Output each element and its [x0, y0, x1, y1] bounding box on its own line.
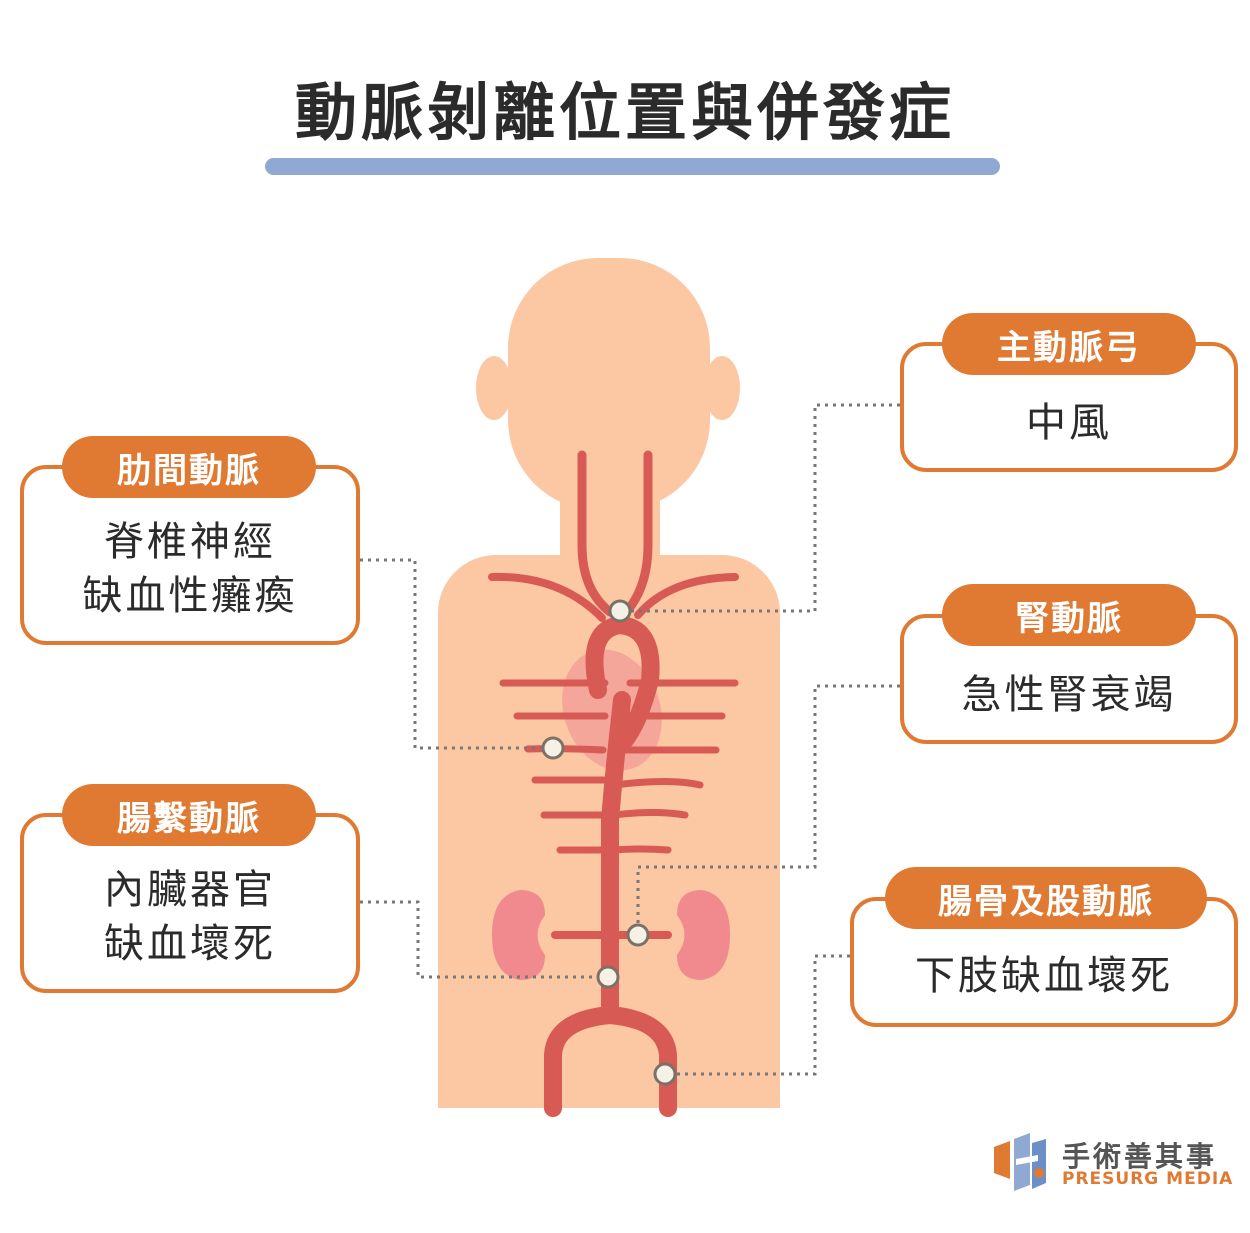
kidneys — [492, 890, 730, 980]
callout-mesenteric-line-1: 內臟器官 — [104, 867, 276, 913]
callout-intercostal-line-2: 缺血性癱瘓 — [82, 573, 298, 619]
callout-arch-line-1: 中風 — [1026, 400, 1112, 446]
logo-name-en: PRESURG MEDIA — [1062, 1169, 1234, 1189]
callout-mesenteric-line-2: 缺血壞死 — [104, 921, 276, 967]
marker-arch — [608, 599, 632, 623]
callout-arch-label: 主動脈弓 — [942, 313, 1196, 375]
page-title: 動脈剝離位置與併發症 — [294, 76, 955, 149]
callout-intercostal-line-1: 脊椎神經 — [104, 519, 276, 565]
callout-iliac-label: 腸骨及股動脈 — [885, 867, 1207, 929]
dissection-markers — [541, 599, 677, 1086]
callout-mesenteric-label: 腸繫動脈 — [62, 784, 316, 846]
logo-name-cn: 手術善其事 — [1062, 1140, 1218, 1173]
callout-iliac-line-1: 下肢缺血壞死 — [915, 953, 1173, 999]
marker-renal — [626, 923, 650, 947]
brand-logo: 手術善其事 PRESURG MEDIA — [990, 1133, 1234, 1195]
marker-mesenteric — [596, 965, 620, 989]
leader-lines — [360, 403, 900, 1076]
marker-iliac — [653, 1062, 677, 1086]
artery-network — [488, 450, 739, 1117]
callout-intercostal-label: 肋間動脈 — [62, 436, 316, 498]
presurg-logo-icon — [994, 1133, 1046, 1191]
marker-intercostal — [541, 736, 565, 760]
callout-renal-line-1: 急性腎衰竭 — [961, 672, 1177, 718]
title-underline — [265, 158, 1000, 175]
callout-renal-label: 腎動脈 — [942, 584, 1196, 646]
